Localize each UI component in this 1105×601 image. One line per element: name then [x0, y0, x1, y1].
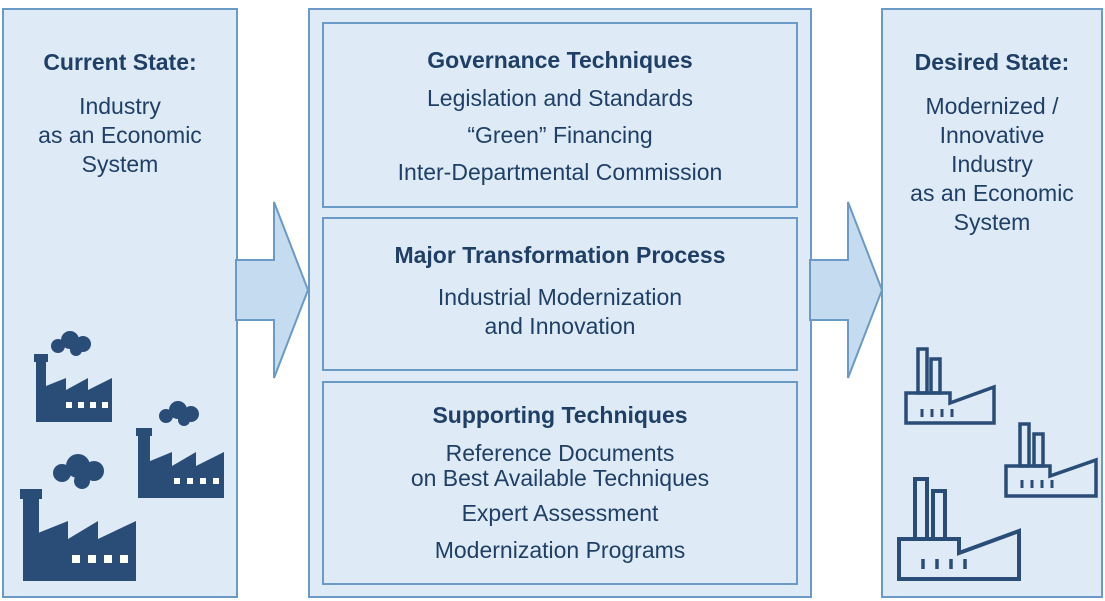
outline-factory-icon	[897, 477, 1021, 581]
transformation-title: Major Transformation Process	[394, 242, 726, 268]
desired-state-panel: Desired State: Modernized / Innovative I…	[881, 8, 1103, 598]
arrow-right-icon	[809, 201, 884, 379]
outline-factory-icon	[1004, 422, 1098, 498]
transformation-line: and Innovation	[484, 313, 636, 339]
center-panel: Governance Techniques Legislation and St…	[308, 8, 812, 598]
governance-techniques-box: Governance Techniques Legislation and St…	[322, 22, 798, 208]
supporting-line: Reference Documents	[445, 440, 675, 466]
arrow-right-icon	[235, 201, 310, 379]
desired-state-title: Desired State:	[914, 49, 1070, 75]
supporting-techniques-box: Supporting Techniques Reference Document…	[322, 381, 798, 585]
governance-line: Inter-Departmental Commission	[397, 159, 723, 185]
smoking-factory-icon	[136, 401, 224, 498]
supporting-line: on Best Available Techniques	[410, 465, 710, 491]
major-transformation-box: Major Transformation Process Industrial …	[322, 217, 798, 371]
governance-line: Legislation and Standards	[427, 85, 693, 111]
current-state-line: Industry	[79, 93, 161, 119]
supporting-line: Modernization Programs	[434, 537, 686, 563]
supporting-title: Supporting Techniques	[432, 402, 688, 428]
governance-title: Governance Techniques	[427, 47, 693, 73]
desired-state-line: Modernized /	[925, 93, 1059, 119]
transformation-line: Industrial Modernization	[437, 284, 683, 310]
desired-state-line: as an Economic	[910, 180, 1074, 206]
smoking-factory-icon	[20, 454, 136, 581]
desired-state-line: Innovative	[939, 122, 1045, 148]
smoking-factory-icon	[34, 331, 112, 422]
current-state-line: System	[81, 151, 159, 177]
current-state-panel: Current State: Industry as an Economic S…	[2, 8, 238, 598]
current-state-title: Current State:	[43, 49, 197, 75]
current-state-line: as an Economic	[38, 122, 202, 148]
desired-state-line: Industry	[951, 151, 1033, 177]
supporting-line: Expert Assessment	[461, 500, 659, 526]
desired-state-line: System	[953, 209, 1031, 235]
governance-line: “Green” Financing	[467, 122, 653, 148]
outline-factory-icon	[904, 347, 996, 425]
